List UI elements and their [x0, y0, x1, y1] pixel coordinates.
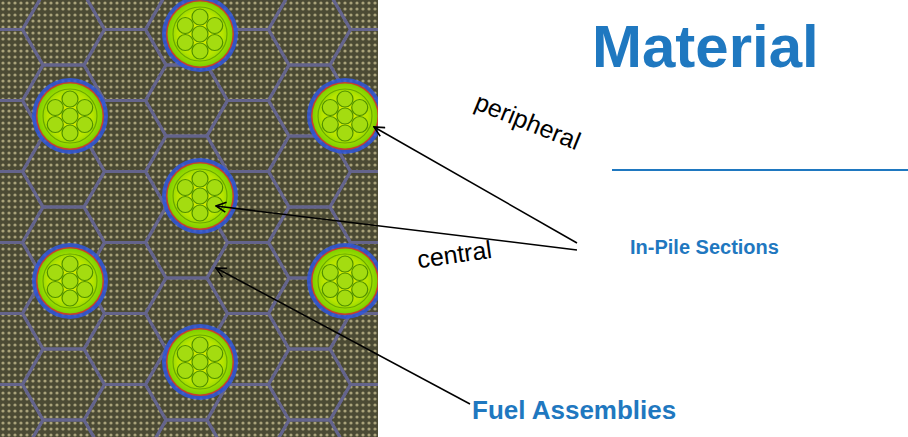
assembly-outline [146, 65, 228, 136]
assembly-outline [0, 172, 43, 243]
assembly-outline [0, 314, 43, 385]
title-rule [612, 169, 908, 171]
callout-label: central [416, 236, 494, 274]
assembly-outline [23, 349, 105, 420]
slide-title: Material [592, 14, 819, 80]
assembly-outline [269, 349, 351, 420]
in-pile-section [162, 0, 238, 72]
assembly-outline [330, 314, 378, 385]
callout-label: peripheral [471, 88, 584, 155]
assembly-outline [207, 101, 289, 172]
assembly-outline [207, 314, 289, 385]
assembly-outline [0, 30, 43, 101]
assembly-outline [84, 314, 166, 385]
part-label: In-Pile Sections [630, 236, 779, 258]
in-pile-section [307, 243, 378, 319]
assembly-outline [330, 172, 378, 243]
in-pile-section [162, 324, 238, 400]
assembly-outline [84, 172, 166, 243]
assembly-outline [84, 385, 166, 437]
leader-line [216, 268, 470, 404]
assembly-outline [207, 243, 289, 314]
in-pile-section [307, 78, 378, 154]
in-pile-section [162, 158, 238, 234]
leader-line [216, 206, 577, 250]
in-pile-sections [32, 0, 378, 400]
assembly-outline [330, 0, 378, 30]
in-pile-section [32, 243, 108, 319]
in-pile-section [32, 78, 108, 154]
part-label: Fuel Assemblies [472, 396, 676, 425]
assembly-outline [330, 385, 378, 437]
